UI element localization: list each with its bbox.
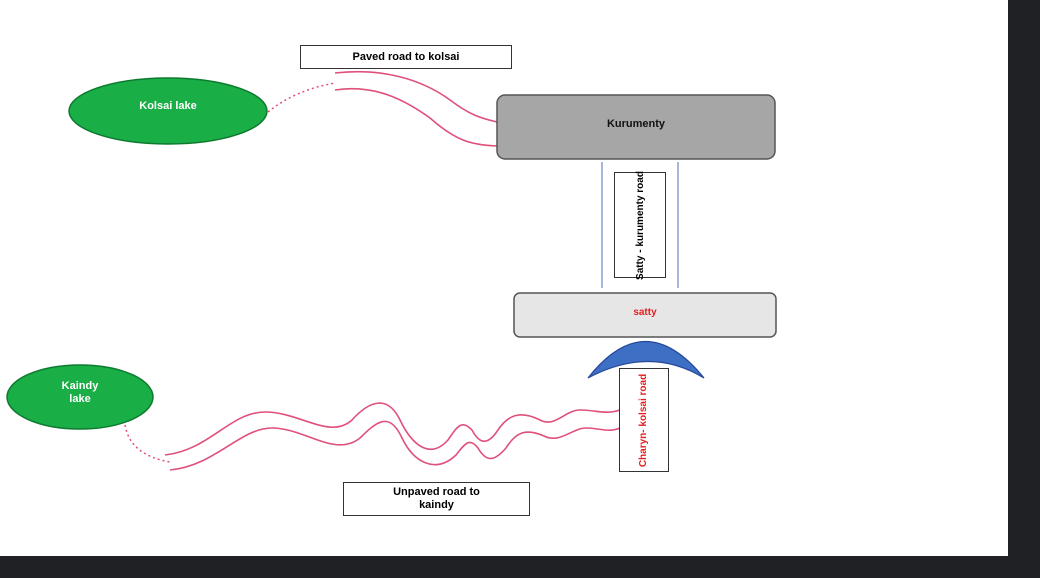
unpaved-road-line-upper [164,402,621,456]
unpaved-road-label: Unpaved road to kaindy [343,482,530,516]
paved-road-line-lower [334,87,498,147]
bottom-edge-bar [0,556,1040,578]
kolsai-lake-label: Kolsai lake [139,100,197,112]
satty-kurumenty-road-label: Satty - kurumenty road [634,170,646,280]
paved-road-line-upper [334,70,498,123]
diagram-svg [6,70,777,471]
kurumenty-node [496,94,776,160]
kolsai-dotted-connector [267,82,336,113]
paved-road-label: Paved road to kolsai [300,45,512,69]
unpaved-road-label-line2: kaindy [419,499,454,511]
kurumenty-label: Kurumenty [606,118,666,130]
satty-node [513,292,777,338]
kaindy-lake-label-line1: Kaindy [61,380,99,392]
kaindy-lake-label: Kaindy lake [30,380,130,406]
satty-label: satty [633,307,657,318]
charyn-kolsai-road-label: Charyn- kolsai road [638,373,650,467]
right-edge-bar [1014,0,1040,578]
kaindy-dotted-connector [124,424,171,463]
kaindy-lake-node [6,364,154,430]
satty-kurumenty-road-label-box: Satty - kurumenty road [614,170,666,280]
charyn-kolsai-road-label-box: Charyn- kolsai road [619,368,669,472]
kolsai-lake-node [68,77,268,145]
blue-dome-shape [587,341,705,379]
unpaved-road-label-line1: Unpaved road to [393,486,480,498]
unpaved-road-line-lower [169,420,621,471]
kaindy-lake-label-line2: lake [69,393,91,405]
